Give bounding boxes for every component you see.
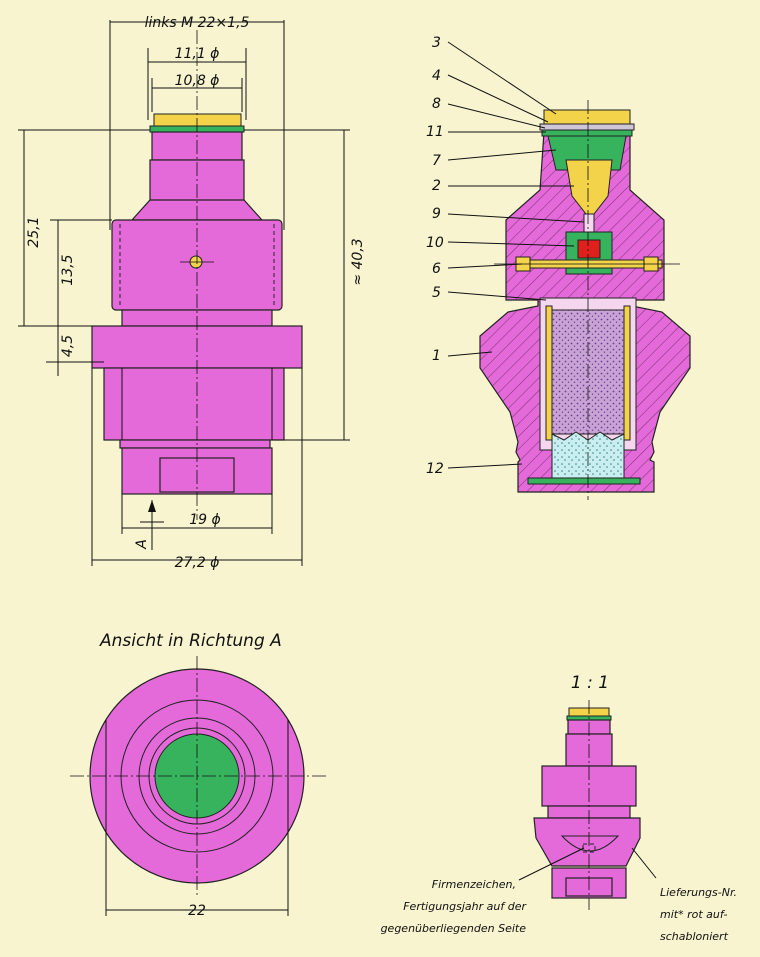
dim-10-label: 10,8 ϕ	[175, 73, 220, 89]
part-number-labels: 3 4 8 11 7 2 9 10 6 5 1 12	[426, 35, 444, 477]
part-label-11: 11	[426, 124, 444, 140]
part-label-9: 9	[432, 206, 441, 222]
dim-thread-label: links M 22×1,5	[145, 15, 250, 31]
part-label-8: 8	[432, 96, 441, 112]
dim-22-label: 22	[188, 903, 206, 919]
notes: Firmenzeichen, Fertigungsjahr auf der ge…	[381, 878, 737, 943]
front-cap-yellow	[153, 113, 242, 127]
part-label-7: 7	[432, 153, 441, 169]
scale-firm-leader	[518, 847, 585, 881]
scale-view: 1 : 1	[518, 673, 657, 910]
dim-19-label: 19 ϕ	[189, 512, 221, 528]
dim-11-label: 11,1 ϕ	[175, 46, 220, 62]
dim-27-label: 27,2 ϕ	[175, 555, 220, 571]
note-firm-3: gegenüberliegenden Seite	[381, 922, 527, 935]
note-firm-2: Fertigungsjahr auf der	[403, 900, 527, 913]
dim-40-label: ≈ 40,3	[350, 238, 366, 285]
dim-13-label: 13,5	[60, 254, 76, 285]
part-label-4: 4	[432, 68, 441, 84]
view-a-title: Ansicht in Richtung A	[99, 631, 282, 651]
part-label-3: 3	[432, 35, 441, 51]
dim-4-label: 4,5	[60, 335, 76, 357]
section-charge-red	[577, 239, 601, 259]
note-lief-3: schabloniert	[660, 930, 729, 943]
view-a: Ansicht in Richtung A 22	[70, 631, 326, 919]
front-view: links M 22×1,5 11,1 ϕ 10,8 ϕ 25,1 13,5 4…	[18, 15, 366, 571]
part-label-2: 2	[432, 178, 441, 194]
scale-firm-mark	[560, 835, 620, 852]
section-view	[447, 41, 691, 500]
scale-title: 1 : 1	[571, 673, 609, 693]
part-label-12: 12	[426, 461, 444, 477]
section-channel	[583, 213, 595, 235]
front-ring	[119, 439, 271, 449]
section-leaders	[447, 41, 585, 469]
section-disc-11	[541, 129, 633, 137]
view-a-arrow-head	[148, 500, 156, 512]
section-liner-right	[623, 305, 631, 441]
note-firm-1: Firmenzeichen,	[432, 878, 516, 891]
dim-25-label: 25,1	[26, 216, 42, 247]
part-label-5: 5	[432, 285, 441, 301]
scale-lief-leader	[631, 847, 657, 879]
note-lief-1: Lieferungs-Nr.	[660, 886, 737, 899]
section-bottom-disc	[527, 477, 641, 485]
view-a-marker: A	[134, 539, 150, 550]
front-hex-lower	[103, 367, 285, 441]
part-label-10: 10	[426, 235, 444, 251]
part-label-6: 6	[432, 261, 441, 277]
section-liner-left	[545, 305, 553, 441]
section-seal-4	[539, 123, 635, 131]
part-label-1: 1	[432, 348, 441, 364]
note-lief-2: mit* rot auf-	[660, 908, 728, 921]
